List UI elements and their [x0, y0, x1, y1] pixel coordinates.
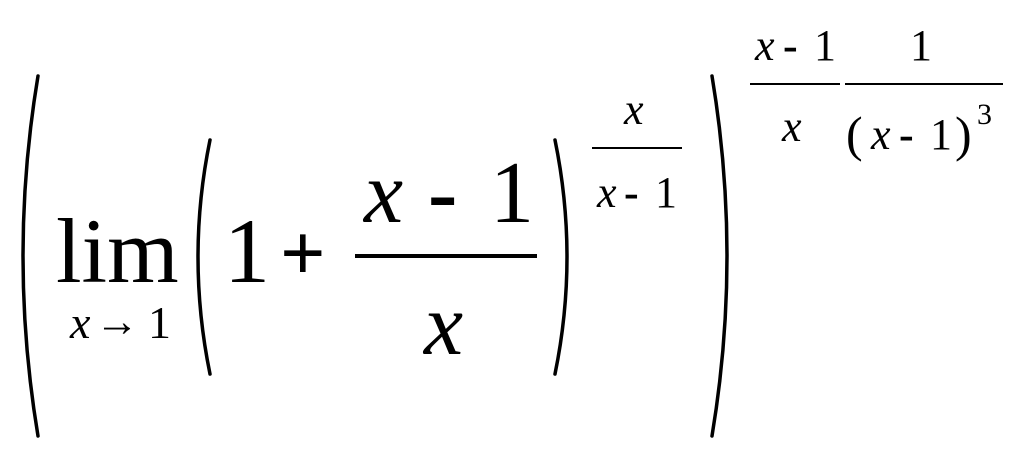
outer-left-paren — [21, 74, 40, 438]
plus-sign: + — [280, 210, 326, 298]
lim-operator: lim — [56, 200, 179, 302]
inner-den-var: x — [422, 277, 463, 374]
inner-num-minus: - — [428, 145, 457, 242]
outer-exp2-den-minus: - — [899, 110, 914, 159]
one: 1 — [224, 200, 270, 302]
outer-exp2-den-one: 1 — [930, 110, 952, 159]
outer-exp2-num: 1 — [910, 21, 932, 70]
inner-num-one: 1 — [490, 145, 534, 242]
lim-sub-arrow: → — [95, 297, 139, 346]
outer-exp2-den-rparen: ) — [955, 106, 972, 162]
outer-exp2-den-lparen: ( — [846, 106, 863, 162]
inner-exponent: x x - 1 — [592, 85, 682, 217]
outer-exp1-den: x — [781, 102, 802, 151]
inner-num-var: x — [362, 145, 403, 242]
inner-left-paren — [196, 138, 212, 376]
lim-sub-target: 1 — [148, 297, 171, 348]
inner-exp-den-one: 1 — [655, 168, 677, 217]
outer-exp1-num-one: 1 — [814, 21, 836, 70]
outer-exp2-den-power: 3 — [977, 98, 992, 131]
outer-exponent-fraction-2: 1 ( x - 1 ) 3 — [845, 21, 1003, 162]
outer-exp1-num-minus: - — [783, 21, 798, 70]
outer-right-paren — [710, 74, 729, 438]
inner-exp-num: x — [623, 85, 644, 134]
outer-exponent-fraction-1: x - 1 x — [750, 21, 840, 151]
inner-fraction: x - 1 x — [355, 145, 537, 374]
outer-exp1-num-var: x — [754, 21, 775, 70]
lim-subscript: x → 1 — [69, 297, 171, 348]
lim-sub-var: x — [69, 297, 91, 348]
outer-exp2-den-var: x — [870, 110, 891, 159]
inner-exp-den-minus: - — [624, 168, 639, 217]
inner-right-paren — [553, 138, 569, 376]
inner-exp-den-var: x — [596, 168, 617, 217]
